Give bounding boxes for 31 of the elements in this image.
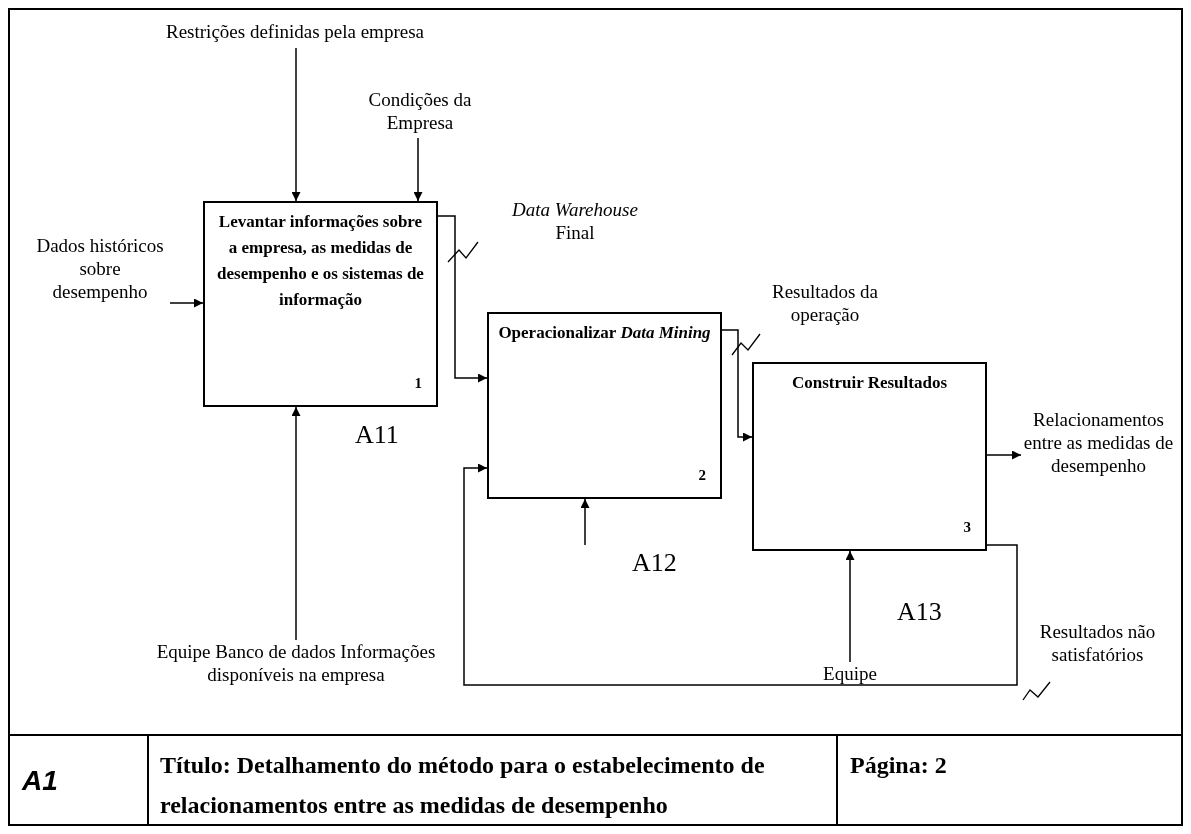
node-number: A12 bbox=[632, 548, 677, 578]
arrow bbox=[291, 47, 301, 202]
box-number: 1 bbox=[414, 374, 422, 393]
arrow bbox=[291, 406, 301, 641]
box-number: 3 bbox=[963, 518, 971, 537]
page-number: Página: 2 bbox=[850, 751, 948, 780]
process-title: Levantar informações sobre a empresa, as medidas de desempenho e os sistemas de informação bbox=[216, 211, 425, 311]
arrow-text: Equipe Banco de dados Informações disponíveis na empresa bbox=[146, 640, 446, 715]
process-title: Operacionalizar Data Mining bbox=[497, 322, 712, 344]
arrow bbox=[463, 463, 1018, 686]
arrow-text: Equipe bbox=[810, 662, 890, 688]
arrow bbox=[437, 215, 488, 383]
arrow-text: Condições da Empresa bbox=[340, 88, 500, 138]
node-number: A13 bbox=[897, 597, 942, 627]
node-number: A11 bbox=[355, 420, 399, 450]
process-box bbox=[487, 312, 722, 499]
process-box bbox=[752, 362, 987, 551]
arrow bbox=[721, 329, 753, 442]
arrow-text: Dados históricos sobre desempenho bbox=[30, 234, 170, 329]
title-block-text: Título: Detalhamento do método para o estabelecimento de relacionamentos entre as medidas de desempenho bbox=[160, 751, 766, 820]
arrow bbox=[413, 137, 423, 202]
arrow bbox=[986, 450, 1022, 460]
arrow bbox=[169, 298, 204, 308]
arrow bbox=[845, 550, 855, 663]
node-code: A1 bbox=[22, 765, 59, 797]
box-number: 2 bbox=[698, 466, 706, 485]
process-box bbox=[203, 201, 438, 407]
process-title: Construir Resultados bbox=[790, 372, 949, 394]
arrow-text: Relacionamentos entre as medidas de desempenho bbox=[1021, 408, 1176, 503]
arrow bbox=[580, 498, 590, 546]
arrow-text: Restrições definidas pela empresa bbox=[130, 20, 460, 48]
